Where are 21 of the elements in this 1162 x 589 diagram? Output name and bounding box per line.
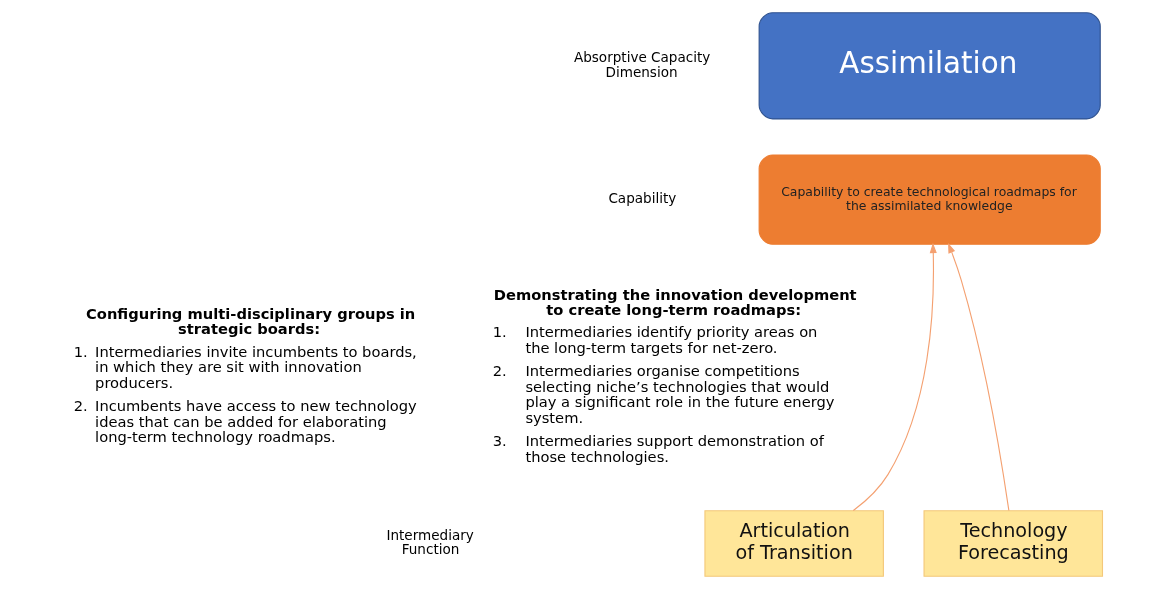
label: Intermediaries invite incumbents to boards, in which they are sit with innovation producers. bbox=[95, 342, 417, 392]
label: Capability bbox=[608, 190, 677, 207]
arrow bbox=[852, 242, 937, 512]
node-box: Assimilation bbox=[758, 12, 1101, 120]
label: 1. bbox=[73, 342, 88, 360]
arrow bbox=[948, 242, 1010, 512]
node-box: Capability to create technological roadmaps for the assimilated knowledge bbox=[758, 154, 1101, 245]
label: 1. bbox=[492, 323, 507, 341]
label: Demonstrating the innovation development to create long-term roadmaps: bbox=[493, 286, 857, 318]
label: Absorptive Capacity Dimension bbox=[573, 48, 711, 80]
label: 3. bbox=[492, 431, 507, 449]
label: Intermediaries identify priority areas on the long-term targets for net-zero. bbox=[525, 323, 818, 357]
node-box: Articulation of Transition bbox=[704, 510, 884, 577]
label: Configuring multi-disciplinary groups in strategic boards: bbox=[86, 305, 416, 337]
node-box: Technology Forecasting bbox=[923, 510, 1104, 577]
label: Intermediary Function bbox=[386, 526, 474, 558]
label: Intermediaries organise competitions selecting niche’s technologies that would play a significant role in the future energy system. bbox=[525, 361, 835, 427]
label: 2. bbox=[492, 361, 507, 379]
label: Intermediaries support demonstration of those technologies. bbox=[525, 431, 824, 465]
label: 2. bbox=[73, 396, 88, 414]
label: Incumbents have access to new technology ideas that can be added for elaborating long-term technology roadmaps. bbox=[95, 396, 417, 446]
